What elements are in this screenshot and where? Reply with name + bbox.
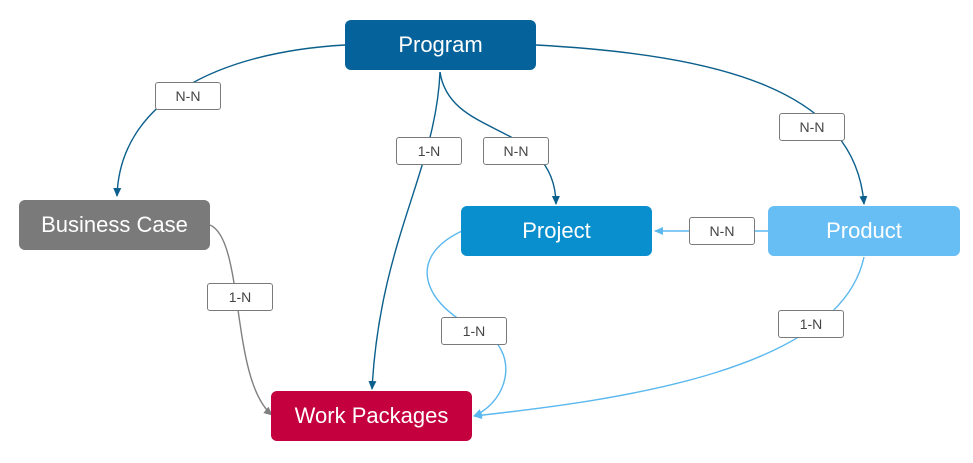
edge-program-project (439, 71, 560, 205)
edge-label-program-product: N-N (779, 113, 845, 141)
node-business-case-label: Business Case (41, 212, 188, 237)
node-program[interactable]: Program (345, 20, 536, 70)
node-project-label: Project (522, 218, 591, 243)
node-work-packages[interactable]: Work Packages (271, 391, 472, 441)
node-product-label: Product (826, 218, 902, 243)
edge-label-program-work-packages: 1-N (396, 137, 462, 165)
node-work-packages-label: Work Packages (294, 403, 449, 428)
edge-label-business-case-work-packages: 1-N (207, 283, 273, 311)
edge-label-program-project: N-N (483, 137, 549, 165)
edge-label-product-work-packages: 1-N (778, 310, 844, 338)
edge-program-work-packages (368, 71, 441, 390)
edge-business-case-work-packages (209, 224, 273, 416)
node-program-label: Program (398, 32, 483, 57)
edge-product-work-packages (473, 256, 865, 420)
node-business-case[interactable]: Business Case (19, 200, 210, 250)
edge-label-program-business-case: N-N (155, 82, 221, 110)
edge-program-business-case (113, 44, 346, 197)
edge-program-product (535, 44, 868, 205)
edge-label-product-project: N-N (689, 217, 755, 245)
node-product[interactable]: Product (768, 206, 960, 256)
edge-label-project-work-packages: 1-N (441, 317, 507, 345)
node-project[interactable]: Project (461, 206, 652, 256)
